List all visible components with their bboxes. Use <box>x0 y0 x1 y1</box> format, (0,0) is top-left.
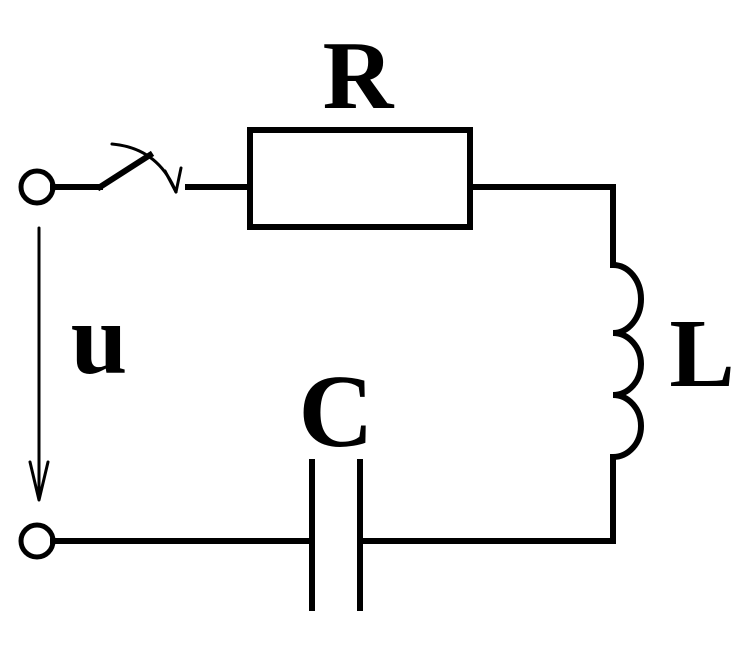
bottom-terminal <box>18 522 56 560</box>
voltage-label: u <box>71 283 128 396</box>
switch-action-arrowhead <box>163 166 183 194</box>
inductor-label: L <box>669 300 734 408</box>
resistor <box>247 127 473 230</box>
top-terminal <box>18 168 56 206</box>
switch-action-arc <box>110 142 178 194</box>
capacitor-label: C <box>298 354 373 469</box>
switch-blade <box>95 150 155 192</box>
voltage-arrowhead <box>28 460 50 502</box>
inductor-to-capacitor-wire <box>357 454 616 544</box>
inductor <box>609 261 644 461</box>
resistor-label: R <box>323 22 395 130</box>
resistor-to-inductor-wire <box>467 184 616 268</box>
